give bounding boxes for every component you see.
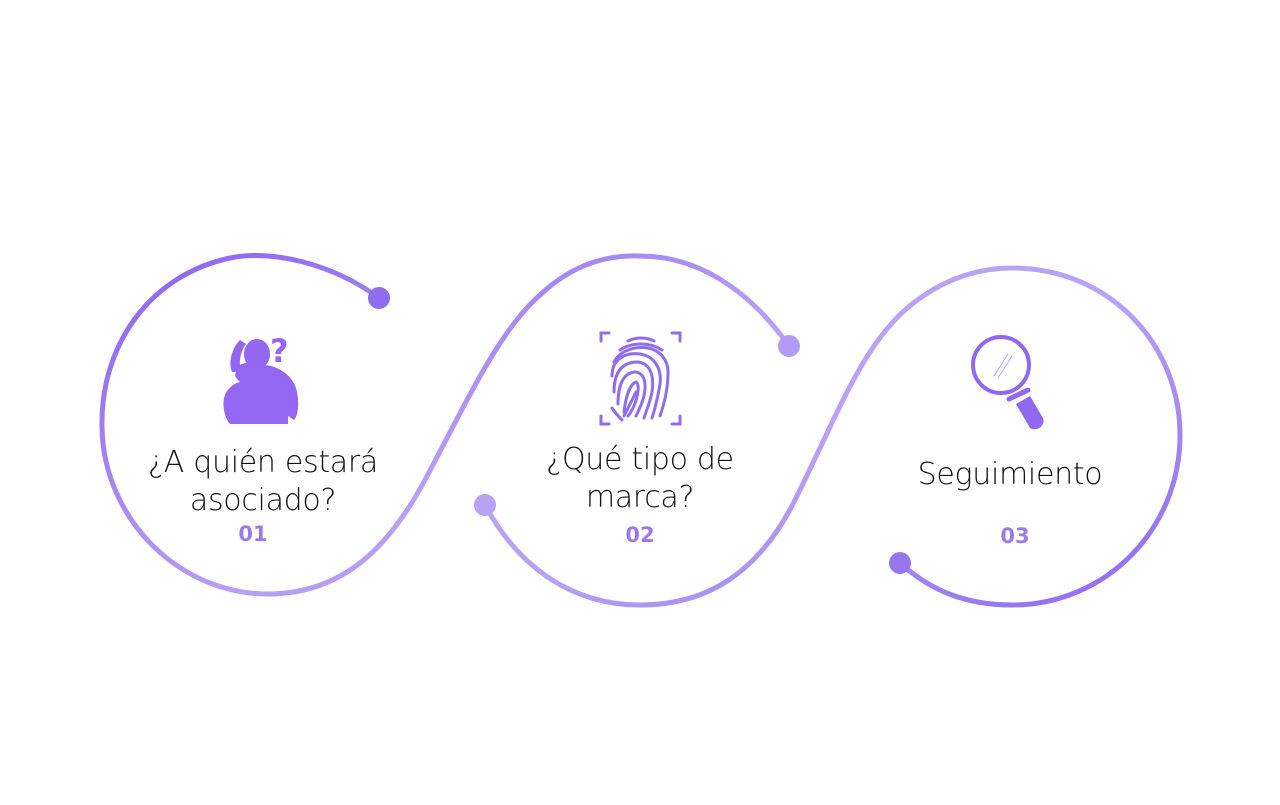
step-2-title-line-1: ¿Qué tipo de (546, 442, 734, 477)
step-2-number: 02 (625, 523, 655, 547)
thinking-person-icon: ? (223, 332, 299, 424)
connector-path-1 (99, 253, 792, 597)
connector-path-2 (482, 265, 1183, 608)
step-2-title-line-2: marca? (585, 480, 695, 515)
connector-dot-4 (889, 552, 911, 574)
step-2-title: ¿Qué tipo de marca? (500, 441, 780, 517)
step-3-number: 03 (1000, 524, 1030, 548)
step-1-number: 01 (238, 522, 268, 546)
step-3-title: Seguimiento (917, 457, 1103, 492)
magnifying-glass-icon (971, 335, 1044, 430)
step-1-title-line-2: asociado? (189, 483, 337, 518)
connector-dot-1 (368, 287, 390, 309)
step-1-title-line-1: ¿A quién estará (148, 445, 378, 480)
step-1-title: ¿A quién estará asociado? (123, 444, 403, 520)
fingerprint-icon (599, 331, 682, 426)
connector-dot-2 (778, 335, 800, 357)
connector-dot-3 (474, 494, 496, 516)
svg-text:?: ? (270, 332, 289, 370)
